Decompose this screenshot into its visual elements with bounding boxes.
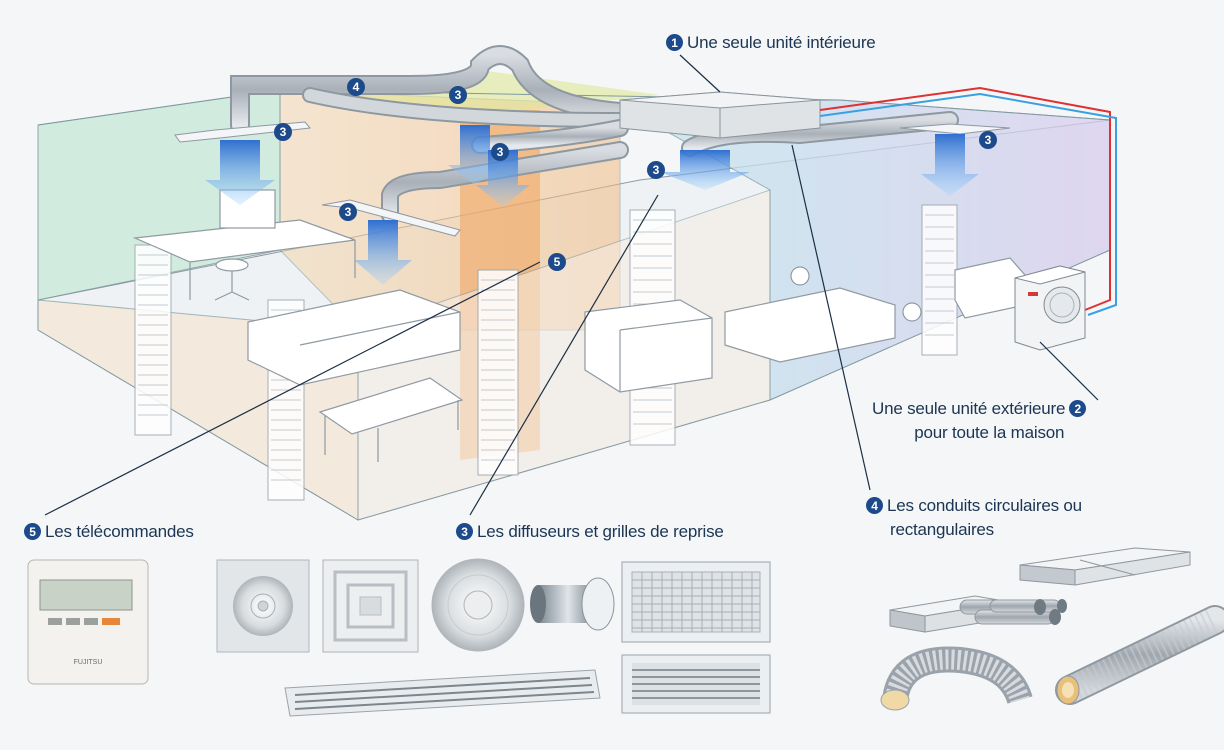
diffuser-samples xyxy=(216,558,771,717)
marker-diffuser-5: 3 xyxy=(647,161,665,179)
flex-tubes xyxy=(959,599,1067,625)
number-markers: 4 3 3 3 3 3 3 5 xyxy=(274,78,997,271)
marker-diffuser-1: 3 xyxy=(274,123,292,141)
label-indoor-unit-text: Une seule unité intérieure xyxy=(687,33,876,52)
label-ducts-line2: rectangulaires xyxy=(890,520,994,539)
marker-duct: 4 xyxy=(347,78,365,96)
label-ducts-line1: Les conduits circulaires ou xyxy=(887,496,1082,515)
svg-text:3: 3 xyxy=(345,205,352,219)
marker-diffuser-6: 3 xyxy=(979,131,997,149)
label-number-1: 1 xyxy=(666,34,683,52)
remote-control: FUJITSU xyxy=(27,559,149,685)
marker-diffuser-3: 3 xyxy=(491,143,509,161)
duct-network xyxy=(230,45,959,224)
svg-text:5: 5 xyxy=(554,255,561,269)
marker-remote: 5 xyxy=(548,253,566,271)
svg-text:3: 3 xyxy=(280,125,287,139)
label-diffusers-text: Les diffuseurs et grilles de reprise xyxy=(477,522,724,541)
label-number-5: 5 xyxy=(24,523,41,541)
indoor-unit xyxy=(619,91,821,139)
svg-text:FUJITSU: FUJITSU xyxy=(74,659,103,666)
svg-text:4: 4 xyxy=(353,80,360,94)
marker-diffuser-2: 3 xyxy=(449,86,467,104)
duct-samples xyxy=(880,547,1224,711)
airflow-arrows xyxy=(205,125,979,285)
label-number-4: 4 xyxy=(866,497,883,515)
marker-diffuser-4: 3 xyxy=(339,203,357,221)
leader-lines xyxy=(44,54,1099,516)
label-outdoor-unit-line1: Une seule unité extérieure xyxy=(872,399,1066,418)
svg-text:3: 3 xyxy=(497,145,504,159)
label-number-3: 3 xyxy=(456,523,473,541)
svg-text:3: 3 xyxy=(653,163,660,177)
outdoor-unit xyxy=(1014,265,1086,351)
label-remotes-text: Les télécommandes xyxy=(45,522,194,541)
refrigerant-lines xyxy=(819,86,1117,316)
svg-text:3: 3 xyxy=(455,88,462,102)
label-number-2: 2 xyxy=(1069,400,1087,418)
svg-text:3: 3 xyxy=(985,133,992,147)
label-outdoor-unit-line2: pour toute la maison xyxy=(914,423,1065,442)
furniture xyxy=(132,189,1026,462)
